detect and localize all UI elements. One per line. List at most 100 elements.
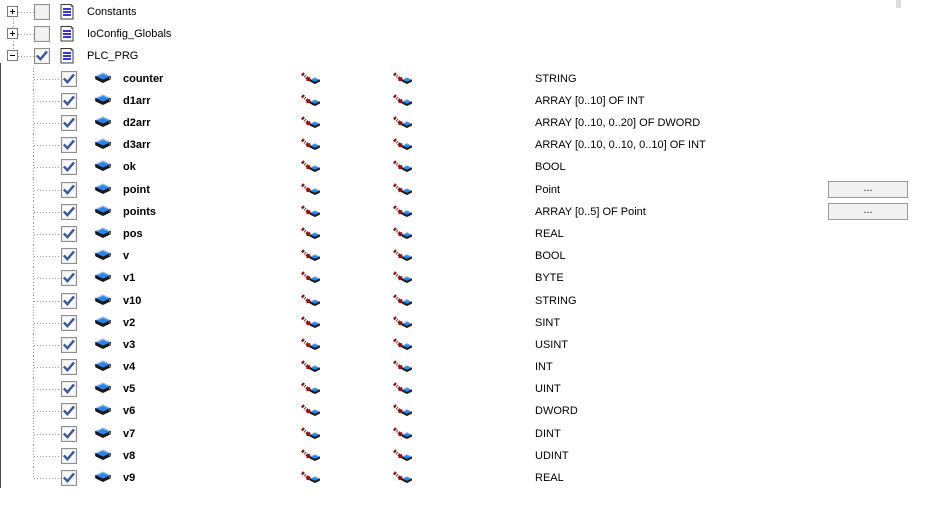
tree-node-label[interactable]: Constants [87,6,137,19]
variable-name[interactable]: counter [123,72,164,85]
access-rights-icon[interactable] [301,448,321,463]
variable-checkbox[interactable] [61,248,77,265]
variable-name[interactable]: v [123,250,130,263]
variable-name[interactable]: v3 [123,338,136,351]
maximal-access-icon[interactable] [393,404,413,419]
access-rights-icon[interactable] [301,204,321,219]
variable-row[interactable]: v9 [0,466,938,489]
variable-name[interactable]: d2arr [123,117,151,130]
variable-name[interactable]: points [123,205,156,218]
access-rights-icon[interactable] [301,249,321,264]
variable-name[interactable]: v5 [123,383,136,396]
variable-name[interactable]: v8 [123,449,136,462]
access-rights-icon[interactable] [301,404,321,419]
variable-row[interactable]: v10 [0,289,938,312]
node-checkbox[interactable] [34,48,50,65]
access-rights-icon[interactable] [301,382,321,397]
maximal-access-icon[interactable] [393,293,413,308]
variable-name[interactable]: v2 [123,316,136,329]
variable-row[interactable]: d1arr [0,89,938,112]
variable-row[interactable]: v5 [0,378,938,401]
variable-name[interactable]: v9 [123,472,136,485]
variable-row[interactable]: v3 [0,333,938,356]
access-rights-icon[interactable] [301,160,321,175]
access-rights-icon[interactable] [301,293,321,308]
variable-name[interactable]: d3arr [123,139,151,152]
access-rights-icon[interactable] [301,360,321,375]
expander-icon[interactable] [7,50,18,62]
variable-checkbox[interactable] [61,203,77,220]
variable-name[interactable]: v7 [123,427,136,440]
ellipsis-button[interactable]: ... [828,203,908,221]
access-rights-icon[interactable] [301,271,321,286]
maximal-access-icon[interactable] [393,160,413,175]
variable-name[interactable]: pos [123,227,143,240]
maximal-access-icon[interactable] [393,249,413,264]
variable-row[interactable]: pos [0,222,938,246]
maximal-access-icon[interactable] [393,71,413,86]
variable-checkbox[interactable] [61,359,77,376]
maximal-access-icon[interactable] [393,426,413,441]
variable-row[interactable]: points [0,200,938,223]
access-rights-icon[interactable] [301,315,321,330]
access-rights-icon[interactable] [301,138,321,153]
variable-checkbox[interactable] [61,425,77,442]
variable-checkbox[interactable] [61,225,77,242]
access-rights-icon[interactable] [301,71,321,86]
tree-node-row[interactable]: PLC_PRG [0,45,938,67]
maximal-access-icon[interactable] [393,116,413,131]
variable-checkbox[interactable] [61,403,77,420]
maximal-access-icon[interactable] [393,448,413,463]
variable-row[interactable]: counter [0,67,938,90]
variable-checkbox[interactable] [61,159,77,176]
access-rights-icon[interactable] [301,182,321,197]
expander-icon[interactable] [7,28,18,40]
access-rights-icon[interactable] [301,337,321,352]
variable-checkbox[interactable] [61,115,77,132]
tree-node-row[interactable]: Constants [0,1,938,24]
node-checkbox[interactable] [34,26,50,43]
variable-row[interactable]: v1 [0,267,938,290]
maximal-access-icon[interactable] [393,138,413,153]
variable-row[interactable]: v2 [0,311,938,334]
variable-checkbox[interactable] [61,292,77,309]
variable-row[interactable]: v4 [0,356,938,379]
variable-row[interactable]: v7 [0,422,938,445]
maximal-access-icon[interactable] [393,182,413,197]
expander-icon[interactable] [7,6,18,18]
maximal-access-icon[interactable] [393,337,413,352]
variable-checkbox[interactable] [61,92,77,109]
maximal-access-icon[interactable] [393,93,413,108]
variable-row[interactable]: v6 [0,400,938,423]
variable-name[interactable]: d1arr [123,94,151,107]
variable-row[interactable]: d3arr [0,134,938,157]
variable-name[interactable]: v1 [123,272,136,285]
access-rights-icon[interactable] [301,226,321,241]
variable-checkbox[interactable] [61,181,77,198]
variable-row[interactable]: d2arr [0,111,938,135]
variable-checkbox[interactable] [61,314,77,331]
maximal-access-icon[interactable] [393,315,413,330]
variable-checkbox[interactable] [61,470,77,487]
node-checkbox[interactable] [34,4,50,21]
variable-checkbox[interactable] [61,270,77,287]
variable-checkbox[interactable] [61,381,77,398]
tree-node-label[interactable]: PLC_PRG [87,50,139,63]
access-rights-icon[interactable] [301,426,321,441]
ellipsis-button[interactable]: ... [828,181,908,199]
variable-name[interactable]: v10 [123,294,142,307]
variable-name[interactable]: v4 [123,361,136,374]
variable-row[interactable]: point [0,178,938,201]
variable-name[interactable]: ok [123,161,136,174]
variable-checkbox[interactable] [61,336,77,353]
variable-checkbox[interactable] [61,70,77,87]
maximal-access-icon[interactable] [393,382,413,397]
maximal-access-icon[interactable] [393,204,413,219]
variable-row[interactable]: ok [0,156,938,179]
maximal-access-icon[interactable] [393,226,413,241]
tree-node-row[interactable]: IoConfig_Globals [0,23,938,46]
tree-node-label[interactable]: IoConfig_Globals [87,28,172,41]
variable-checkbox[interactable] [61,447,77,464]
maximal-access-icon[interactable] [393,471,413,486]
maximal-access-icon[interactable] [393,360,413,375]
